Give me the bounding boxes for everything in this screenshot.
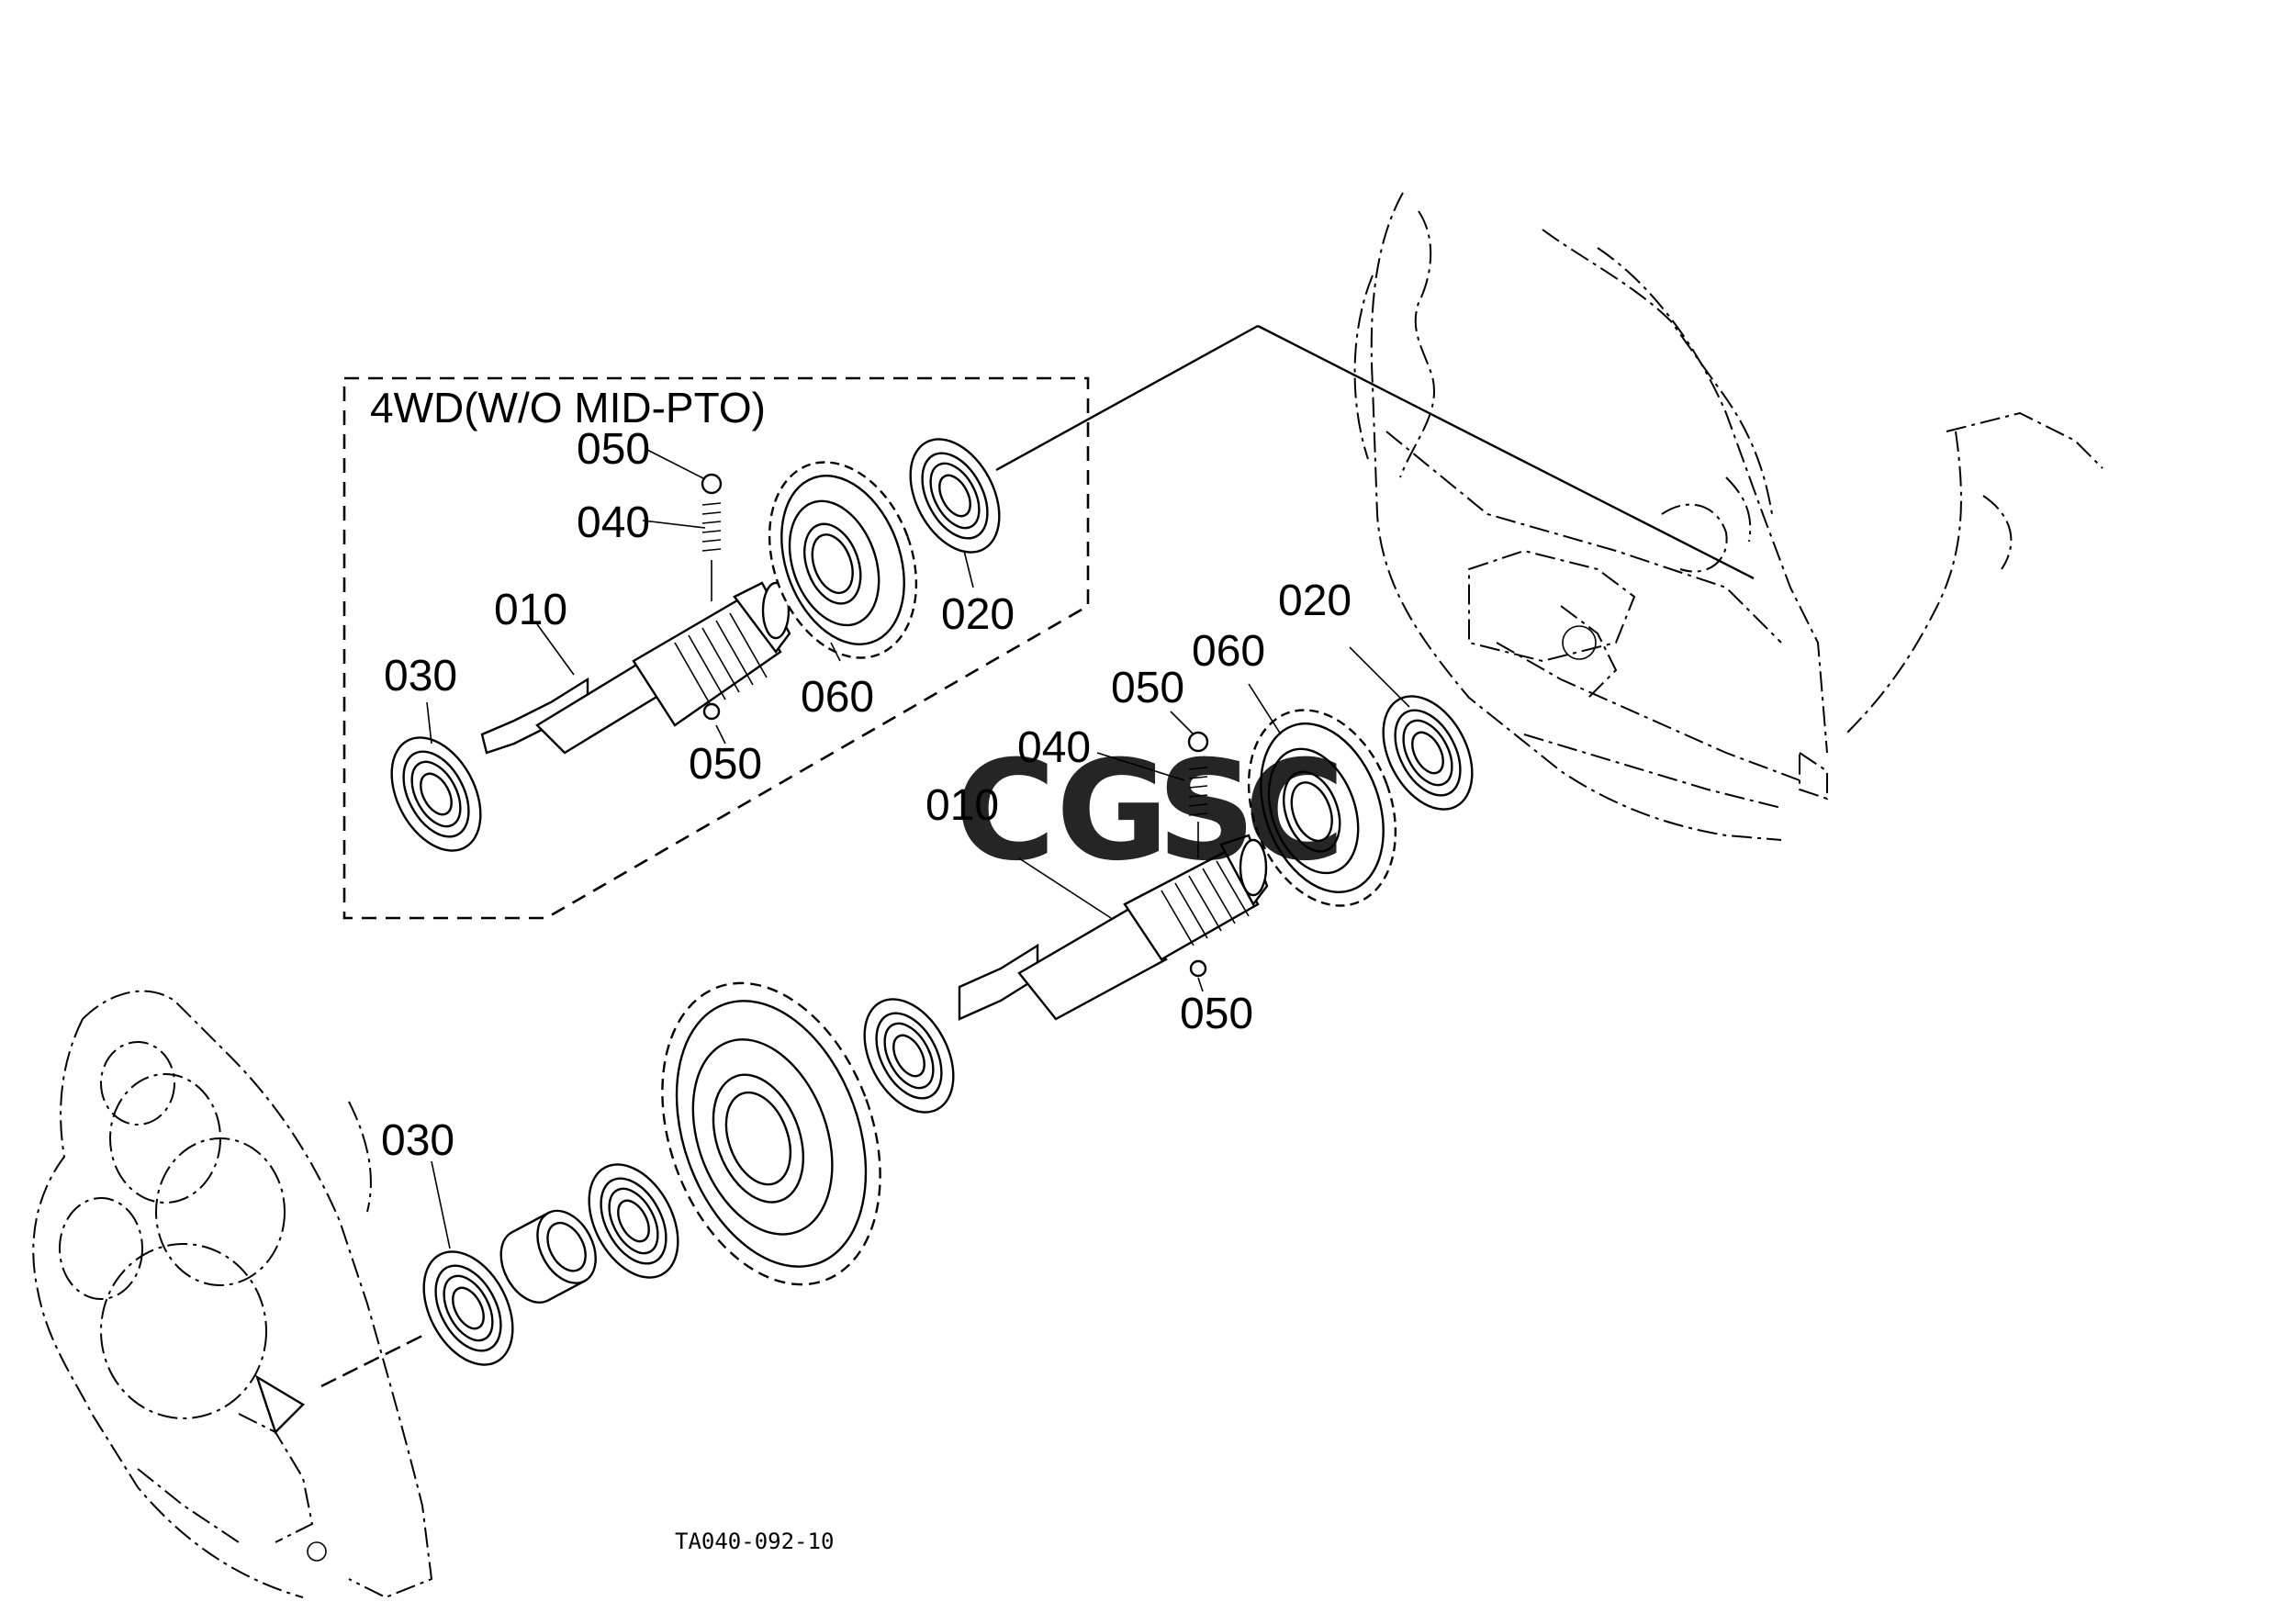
callout-040: 040 (1017, 723, 1091, 772)
figure-code: TA040-092-10 (675, 1529, 834, 1554)
transmission-case-left (32, 990, 433, 1599)
callout-020: 020 (941, 590, 1015, 639)
callout-060: 060 (1192, 627, 1265, 676)
inset-title: 4WD(W/O MID-PTO) (370, 384, 766, 431)
watermark-letter: C (1244, 732, 1345, 891)
main-collar (499, 1209, 597, 1304)
callout-030: 030 (381, 1116, 454, 1165)
axis-line (995, 324, 1259, 472)
inset-bearing-030 (372, 721, 500, 868)
main-shaft-010 (958, 834, 1269, 1021)
inset-box: 4WD(W/O MID-PTO) (342, 376, 1090, 920)
callout-050: 050 (1180, 990, 1253, 1038)
callout-010: 010 (925, 781, 999, 830)
main-leaders (431, 646, 1410, 1249)
callout-020: 020 (1278, 577, 1352, 625)
main-spring-040 (1187, 731, 1209, 978)
inset-bearing-020 (891, 422, 1019, 569)
inset-leaders (426, 449, 974, 745)
watermark-letter: C (955, 732, 1056, 891)
callout-050: 050 (689, 740, 762, 789)
callout-060: 060 (801, 673, 874, 722)
axis-line (1257, 324, 1755, 580)
inset-gear-060 (768, 461, 918, 659)
watermark-letter: G (1056, 732, 1169, 891)
main-large-gear (661, 981, 881, 1286)
inset-shaft-010 (480, 581, 791, 755)
callout-040: 040 (577, 498, 650, 547)
callout-030: 030 (384, 652, 457, 700)
callout-010: 010 (494, 586, 567, 634)
main-gear-060 (1247, 709, 1397, 907)
transmission-case-right (1353, 192, 2103, 841)
axis-line (320, 1334, 423, 1388)
callout-050: 050 (1111, 664, 1184, 712)
callout-050: 050 (577, 425, 650, 474)
inset-spring-040 (701, 473, 723, 721)
watermark-logo: C G S C (955, 732, 1345, 891)
watermark-letter: S (1157, 732, 1256, 891)
